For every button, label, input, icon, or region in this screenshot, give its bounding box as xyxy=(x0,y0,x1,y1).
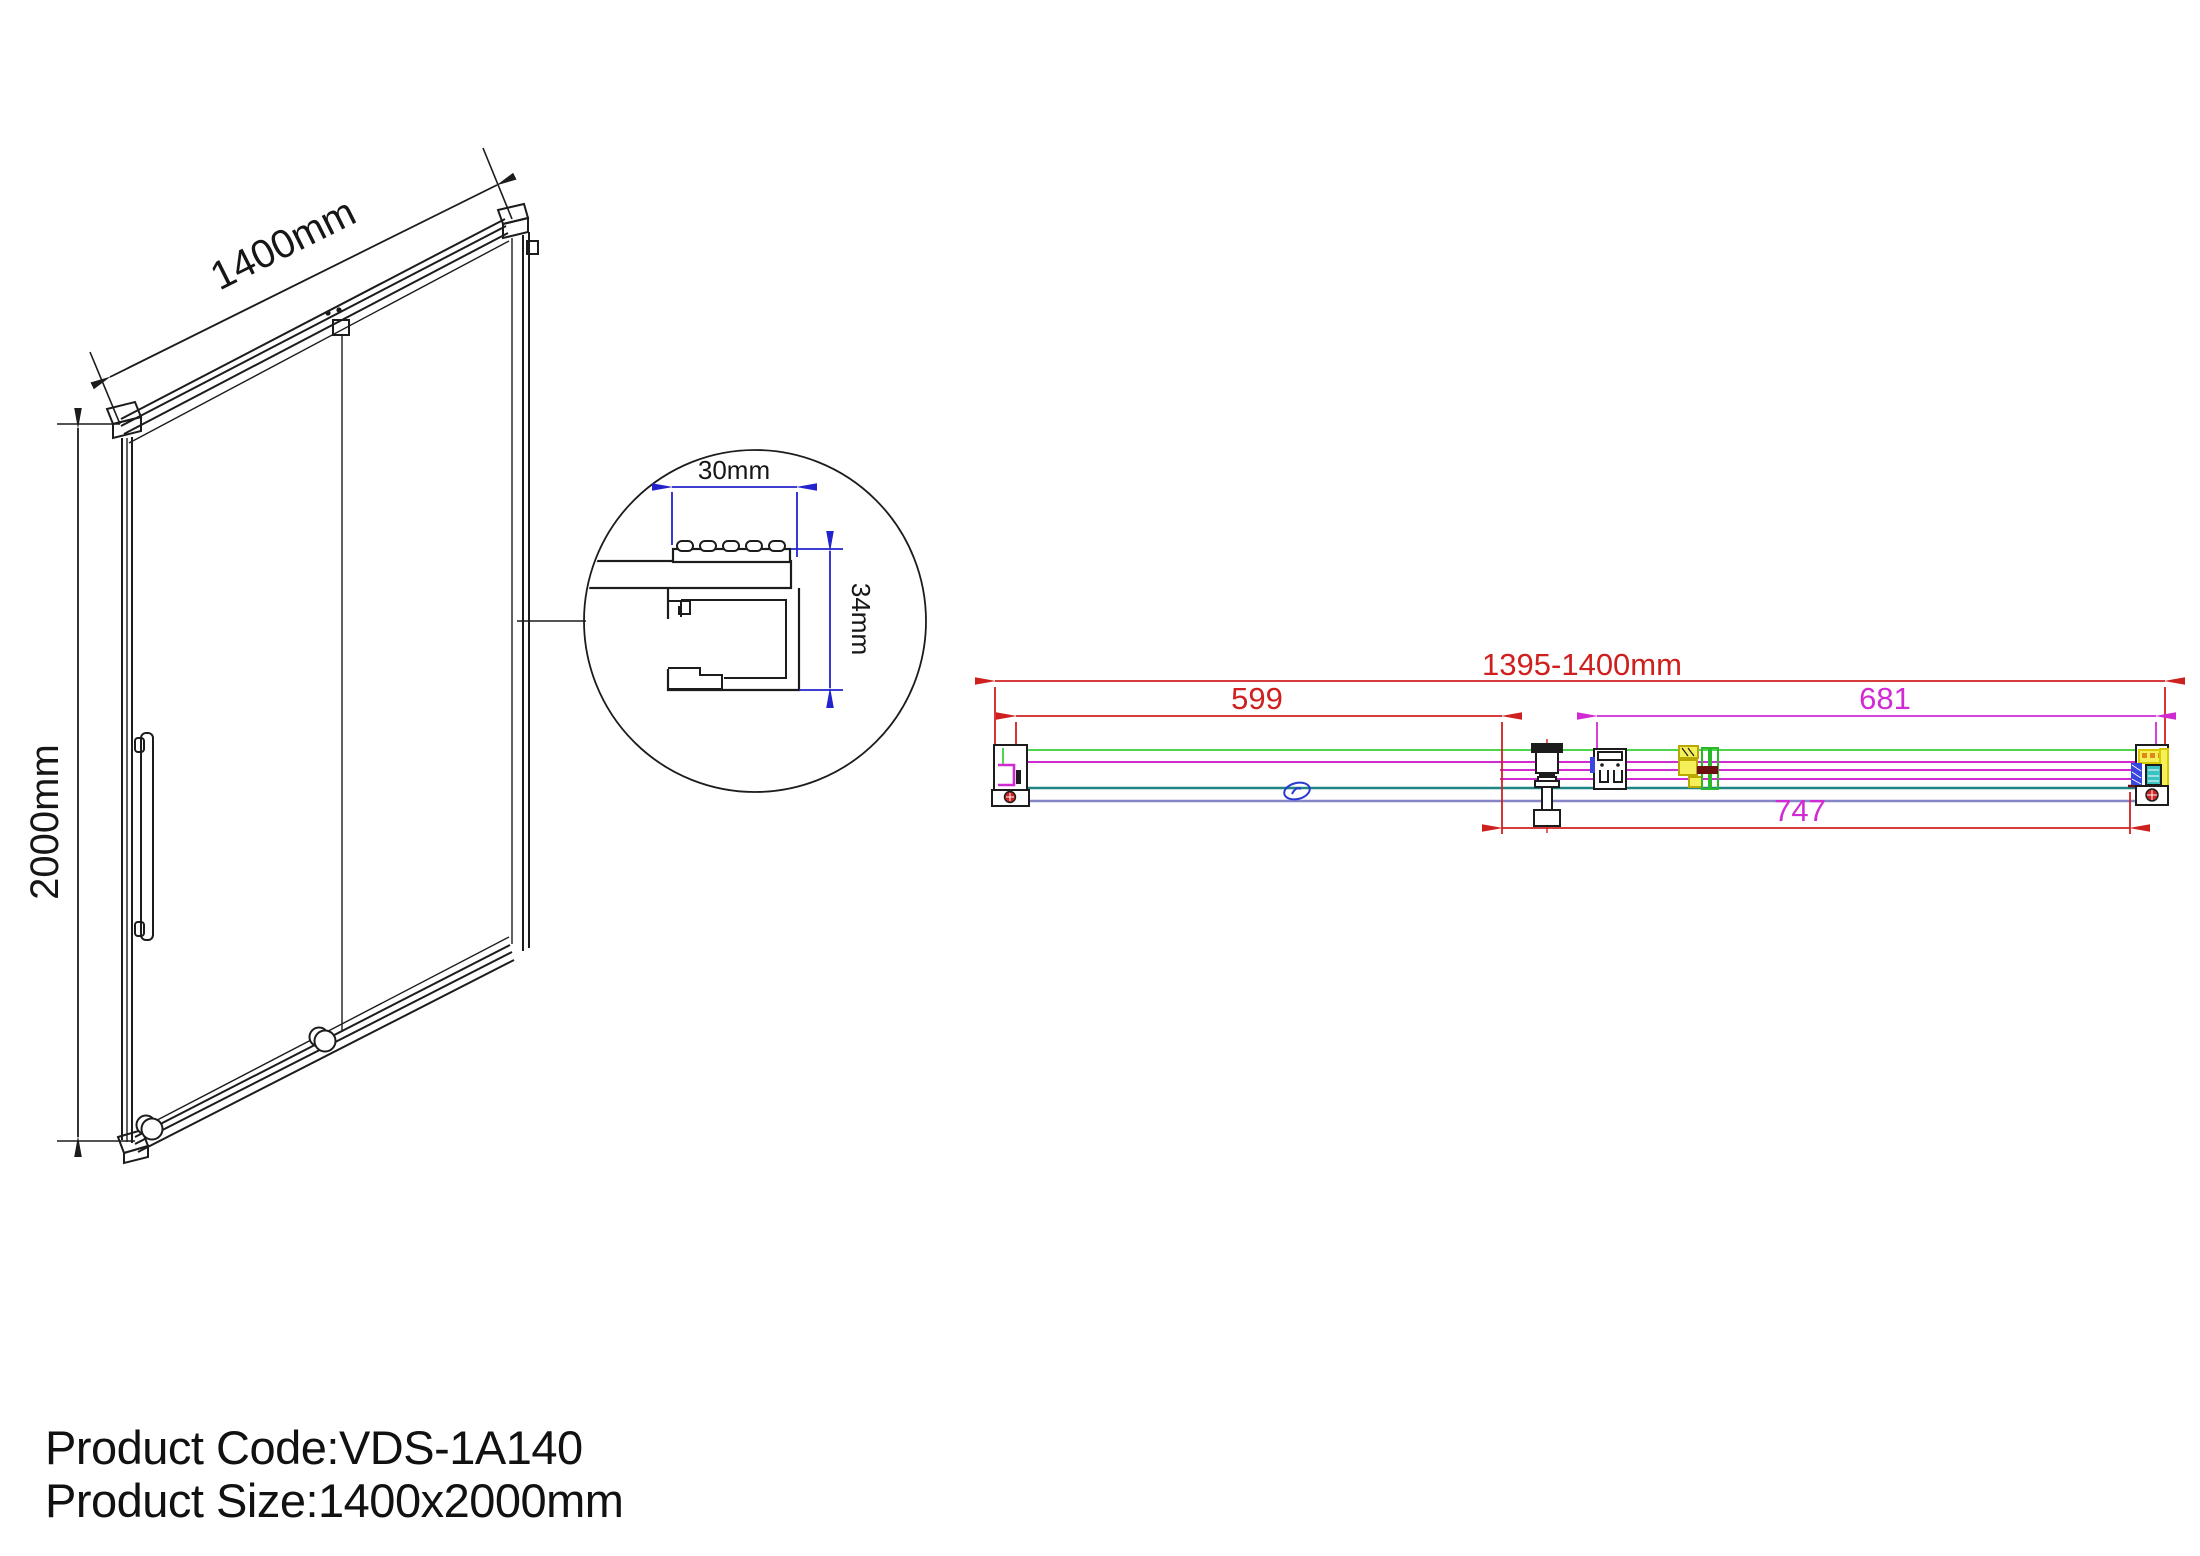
plan-opening-label: 747 xyxy=(1774,793,1826,828)
plan-opening-dimension: 747 xyxy=(1482,792,2150,834)
plan-view: 1395-1400mm 599 681 747 xyxy=(975,647,2185,834)
detail-circle xyxy=(583,449,927,793)
plan-fixed-label: 599 xyxy=(1231,681,1283,716)
detail-view: 30mm 34mm xyxy=(517,449,927,793)
profile-section xyxy=(586,540,801,692)
rollers xyxy=(135,1026,337,1141)
front-view: 1400mm 2000mm xyxy=(23,147,539,1165)
plan-handle xyxy=(1531,739,1563,833)
front-width-dimension: 1400mm xyxy=(89,147,517,425)
profile-plate xyxy=(586,559,793,590)
detail-width-dimension: 30mm xyxy=(652,455,817,557)
plan-left-endcap xyxy=(991,744,1030,807)
product-size-text: Product Size:1400x2000mm xyxy=(45,1474,623,1527)
wall-bracket xyxy=(526,240,539,255)
roller-wheel xyxy=(313,1029,337,1053)
front-height-dimension: 2000mm xyxy=(23,408,135,1157)
plan-fixed-dimension: 599 xyxy=(996,681,1522,834)
plan-overall-dimension: 1395-1400mm xyxy=(975,647,2185,752)
footer: Product Code:VDS-1A140 Product Size:1400… xyxy=(45,1421,624,1527)
detail-height-label: 34mm xyxy=(846,583,876,655)
hanger-screw xyxy=(336,307,342,313)
right-wall-profile xyxy=(511,232,530,951)
door-handle xyxy=(134,732,154,941)
plan-guide-block xyxy=(1678,745,1719,790)
hanger-bracket xyxy=(332,319,350,336)
front-height-label: 2000mm xyxy=(23,744,67,900)
brand-stamp-icon xyxy=(1283,781,1311,801)
plan-door-dimension: 681 xyxy=(1577,681,2176,752)
plan-right-endcap xyxy=(2128,744,2169,806)
profile-hollow-section xyxy=(666,588,801,692)
left-stile xyxy=(121,437,133,1143)
detail-height-dimension: 34mm xyxy=(791,531,876,708)
plan-overall-label: 1395-1400mm xyxy=(1482,647,1682,682)
bottom-track xyxy=(116,936,515,1165)
product-code-text: Product Code:VDS-1A140 xyxy=(45,1421,583,1474)
profile-hook xyxy=(668,600,691,615)
plan-door-label: 681 xyxy=(1859,681,1911,716)
roller-wheel xyxy=(140,1117,164,1141)
detail-width-label: 30mm xyxy=(698,455,770,485)
profile-tongue xyxy=(668,667,723,690)
front-width-label: 1400mm xyxy=(204,190,363,299)
plan-roller-carriage xyxy=(1590,748,1627,790)
plan-track-lines xyxy=(1008,749,2158,803)
hanger-screw xyxy=(325,310,331,316)
